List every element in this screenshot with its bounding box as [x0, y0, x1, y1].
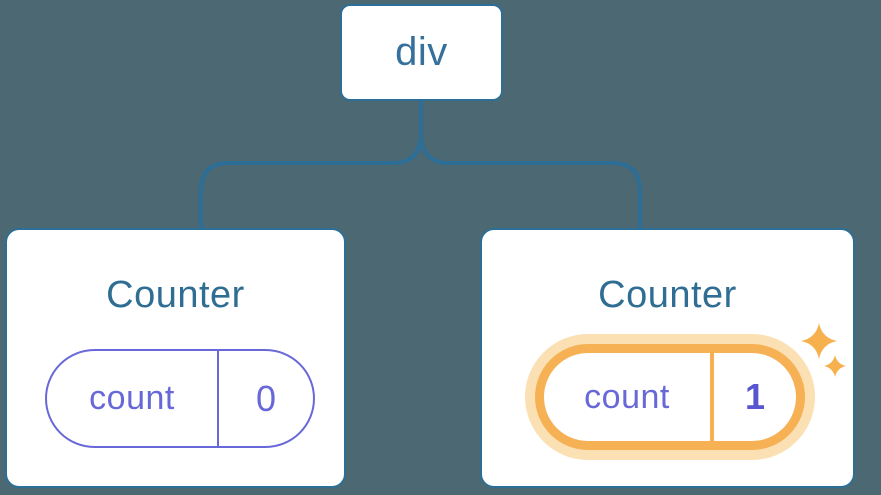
- state-pill-highlighted: count 1: [535, 344, 805, 450]
- state-value-cell: 1: [714, 353, 796, 441]
- root-node-label: div: [395, 30, 448, 74]
- counter-title: Counter: [598, 274, 737, 316]
- sparkles-icon: [801, 323, 846, 377]
- connector-right-branch: [419, 99, 642, 232]
- sparkle-small: [824, 355, 846, 377]
- state-value-cell: 0: [219, 351, 313, 446]
- state-key-cell: count: [47, 351, 219, 446]
- counter-title: Counter: [106, 274, 245, 316]
- state-key-label: count: [89, 379, 175, 417]
- counter-node-left: Counter count 0: [5, 228, 346, 488]
- connector-left-branch: [199, 99, 423, 232]
- counter-node-right: Counter count 1: [480, 228, 855, 488]
- state-key-label: count: [584, 377, 670, 416]
- state-value-label: 0: [255, 377, 277, 419]
- state-pill: count 0: [45, 349, 315, 448]
- state-key-cell: count: [544, 353, 714, 441]
- state-value-label: 1: [744, 376, 766, 417]
- sparkle-large: [801, 323, 837, 359]
- root-node: div: [340, 4, 503, 101]
